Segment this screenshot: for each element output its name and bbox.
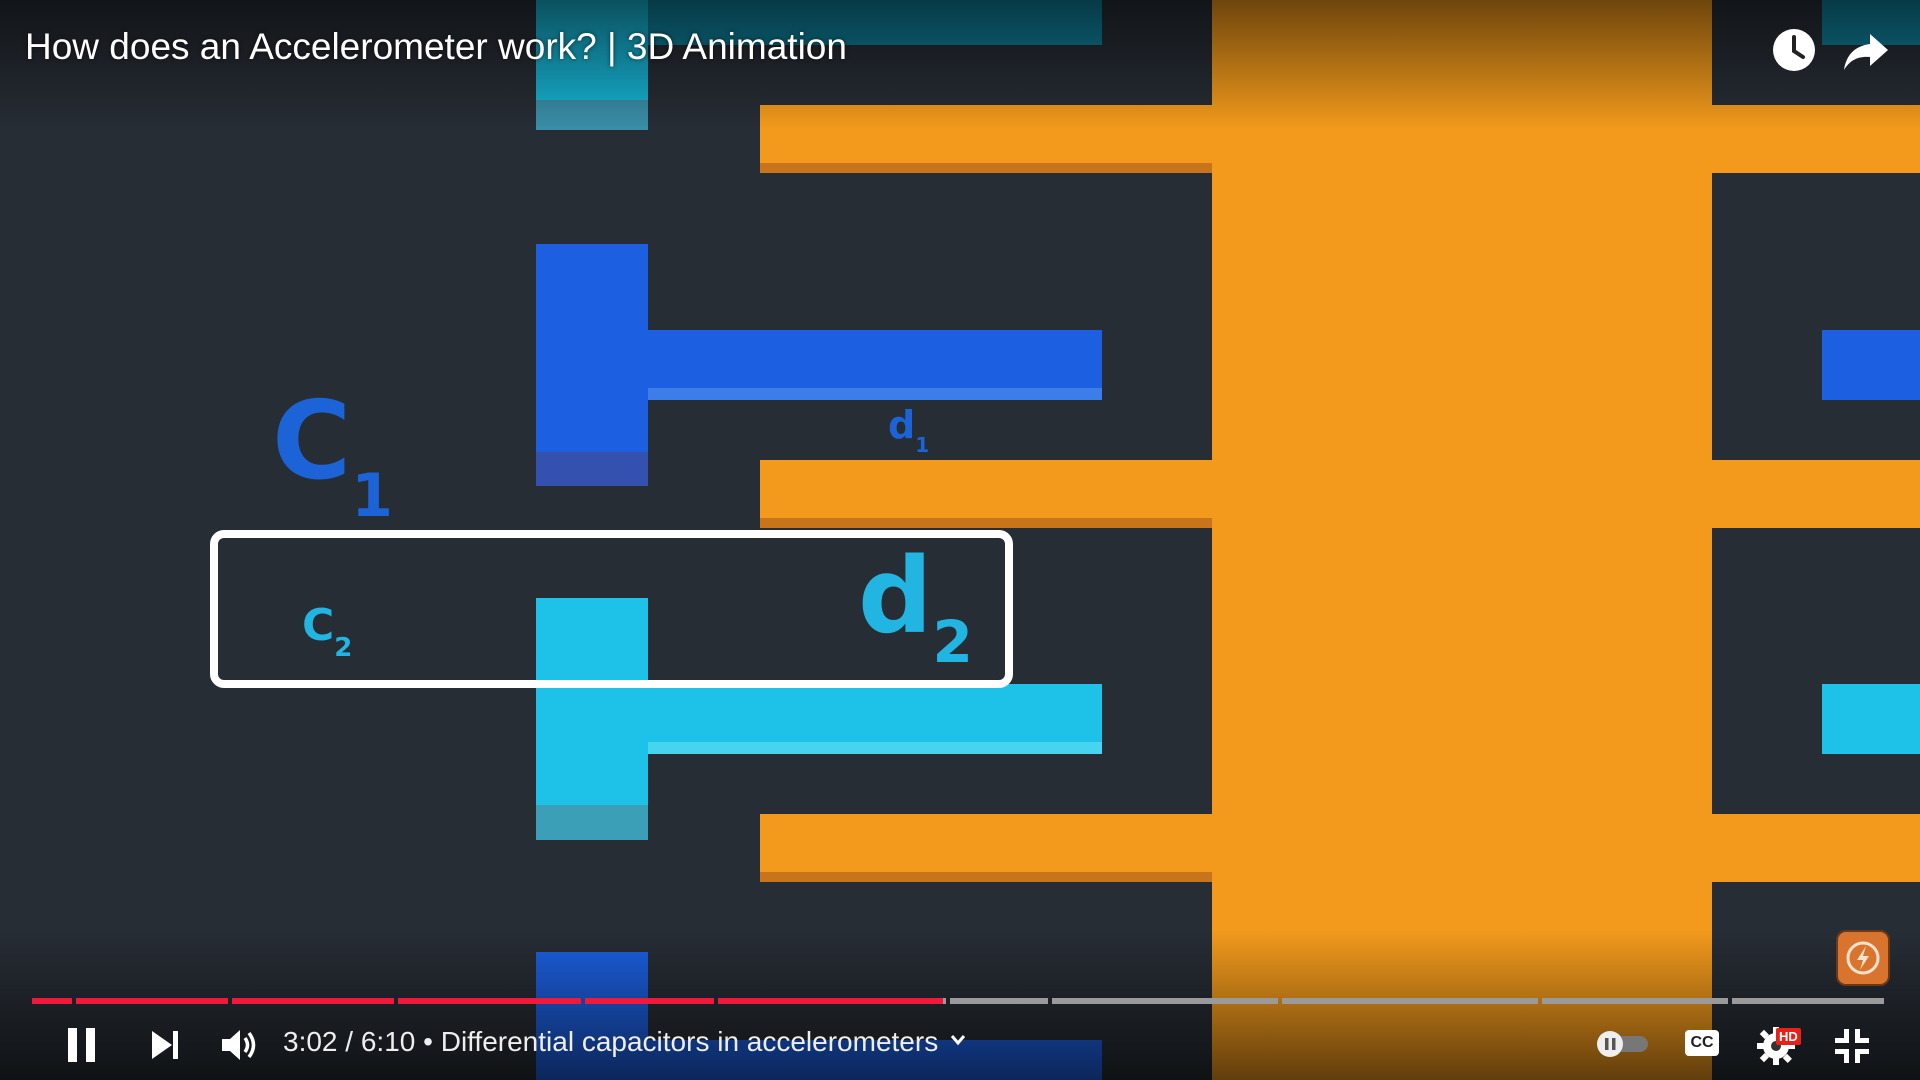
- label-d1: d1: [888, 403, 929, 455]
- exit-fullscreen-icon: [1835, 1029, 1869, 1063]
- play-pause-button[interactable]: [62, 1024, 102, 1066]
- label-c2: C2: [302, 604, 352, 662]
- highlight-box: [210, 530, 1013, 688]
- volume-button[interactable]: [218, 1024, 262, 1066]
- label-d2: d2: [858, 544, 973, 671]
- lightning-icon: [1846, 941, 1880, 975]
- progress-segment-played: [585, 998, 714, 1004]
- cyan-electrode: [536, 0, 1920, 840]
- label-c2-sub: 2: [334, 633, 353, 663]
- video-title[interactable]: How does an Accelerometer work? | 3D Ani…: [25, 26, 847, 67]
- toast-button[interactable]: [1836, 930, 1890, 986]
- progress-segment-played: [398, 998, 581, 1004]
- orange-comb: [760, 0, 1920, 1080]
- exit-fullscreen-button[interactable]: [1832, 1026, 1872, 1066]
- time-display: 3:02 / 6:10 • Differential capacitors in…: [283, 1026, 938, 1058]
- label-c2-base: C: [302, 600, 335, 651]
- progress-segment[interactable]: [1282, 998, 1538, 1004]
- watch-later-button[interactable]: [1768, 24, 1820, 76]
- duration: 6:10: [360, 1026, 416, 1057]
- autoplay-toggle[interactable]: [1594, 1028, 1652, 1058]
- label-c1: C1: [272, 388, 393, 527]
- current-time: 3:02: [283, 1026, 338, 1057]
- label-d2-sub: 2: [932, 608, 973, 676]
- clock-icon: [1773, 29, 1815, 71]
- chevron-right-icon: [950, 1035, 966, 1046]
- progress-segment[interactable]: [950, 998, 1048, 1004]
- chapter-bullet: •: [415, 1026, 441, 1057]
- autoplay-toggle-icon: [1597, 1031, 1648, 1057]
- progress-segment-played: [76, 998, 228, 1004]
- cc-label: CC: [1690, 1034, 1714, 1051]
- progress-segment[interactable]: [1052, 998, 1278, 1004]
- chapter-chevron[interactable]: [946, 1030, 970, 1054]
- progress-segment-played: [232, 998, 394, 1004]
- label-d2-base: d: [858, 535, 933, 657]
- cc-icon: CC: [1685, 1030, 1719, 1056]
- next-button[interactable]: [146, 1026, 184, 1064]
- label-d1-base: d: [888, 403, 916, 447]
- settings-button[interactable]: HD: [1756, 1024, 1808, 1066]
- hd-badge: HD: [1776, 1028, 1801, 1045]
- label-d1-sub: 1: [915, 433, 930, 457]
- time-separator: /: [337, 1026, 361, 1057]
- progress-segment-played: [718, 998, 944, 1004]
- progress-bar[interactable]: [32, 998, 1888, 1004]
- progress-segment[interactable]: [1542, 998, 1728, 1004]
- subtitles-button[interactable]: CC: [1683, 1026, 1723, 1060]
- share-arrow-icon: [1844, 34, 1888, 70]
- share-button[interactable]: [1840, 24, 1892, 76]
- progress-segment-played: [32, 998, 72, 1004]
- chapter-title[interactable]: Differential capacitors in accelerometer…: [440, 1026, 939, 1057]
- progress-segment[interactable]: [1732, 998, 1884, 1004]
- top-gradient: [0, 0, 1920, 130]
- next-icon: [152, 1031, 178, 1059]
- pause-icon: [68, 1028, 95, 1062]
- label-c1-base: C: [272, 379, 352, 504]
- bottom-gradient: [0, 930, 1920, 1080]
- volume-icon: [222, 1030, 256, 1060]
- label-c1-sub: 1: [351, 461, 394, 531]
